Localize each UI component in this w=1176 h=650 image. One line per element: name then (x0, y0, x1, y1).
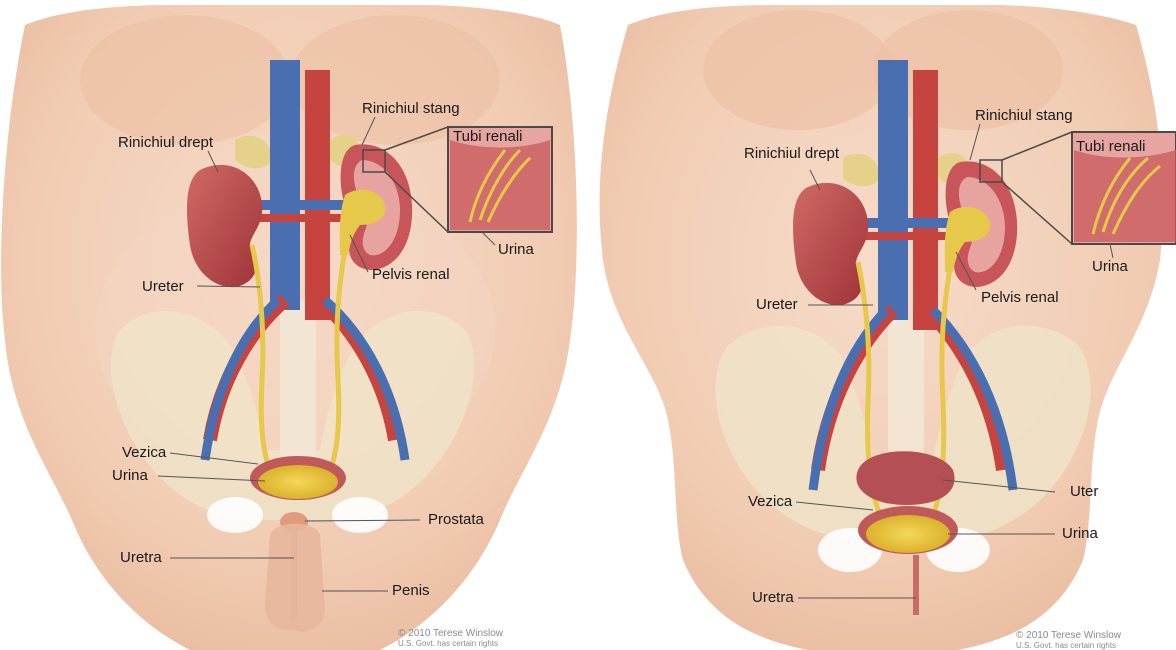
male-label-prostate: Prostata (428, 511, 484, 529)
female-label-renal-pelvis: Pelvis renal (981, 289, 1059, 307)
male-chest-left (80, 15, 290, 145)
female-breast-left (703, 10, 893, 130)
female-label-urine-bladder: Urina (1062, 525, 1098, 543)
female-credit: © 2010 Terese Winslow U.S. Govt. has cer… (1016, 630, 1121, 650)
male-label-bladder: Vezica (122, 444, 166, 462)
female-credit-line2: U.S. Govt. has certain rights (1016, 641, 1121, 650)
female-label-left-kidney: Rinichiul stang (975, 107, 1073, 125)
male-credit: © 2010 Terese Winslow U.S. Govt. has cer… (398, 628, 503, 648)
female-label-bladder: Vezica (748, 493, 792, 511)
male-label-urine-bladder: Urina (112, 467, 148, 485)
male-penis (265, 524, 325, 632)
male-spine (280, 300, 316, 460)
female-label-ureter: Ureter (756, 296, 798, 314)
male-credit-line2: U.S. Govt. has certain rights (398, 639, 503, 648)
male-label-urine-inset: Urina (498, 241, 534, 259)
female-illustration (588, 0, 1176, 650)
male-hip-right (332, 497, 388, 533)
male-panel: Rinichiul drept Rinichiul stang Tubi ren… (0, 0, 588, 650)
male-label-renal-pelvis: Pelvis renal (372, 266, 450, 284)
male-inset-tissue (450, 140, 550, 230)
female-panel: Rinichiul drept Rinichiul stang Tubi ren… (588, 0, 1176, 650)
female-label-right-kidney: Rinichiul drept (744, 145, 839, 163)
female-urine-shape (866, 515, 950, 553)
female-label-uterus: Uter (1070, 483, 1098, 501)
male-illustration (0, 0, 588, 650)
female-aorta (913, 70, 938, 330)
male-label-renal-tubules: Tubi renali (453, 128, 522, 146)
male-credit-line1: © 2010 Terese Winslow (398, 628, 503, 639)
female-vena-cava (878, 60, 908, 320)
male-label-urethra: Uretra (120, 549, 162, 567)
male-hip-left (207, 497, 263, 533)
female-label-renal-tubules: Tubi renali (1076, 138, 1145, 156)
female-uterus (856, 451, 954, 505)
male-aorta (305, 70, 330, 320)
female-spine (888, 320, 924, 470)
female-label-urethra: Uretra (752, 589, 794, 607)
male-label-right-kidney: Rinichiul drept (118, 134, 213, 152)
male-label-left-kidney: Rinichiul stang (362, 100, 460, 118)
female-label-urine-inset: Urina (1092, 258, 1128, 276)
female-credit-line1: © 2010 Terese Winslow (1016, 630, 1121, 641)
male-label-ureter: Ureter (142, 278, 184, 296)
male-vena-cava (270, 60, 300, 310)
male-label-penis: Penis (392, 582, 430, 600)
male-urine-shape (258, 465, 338, 499)
